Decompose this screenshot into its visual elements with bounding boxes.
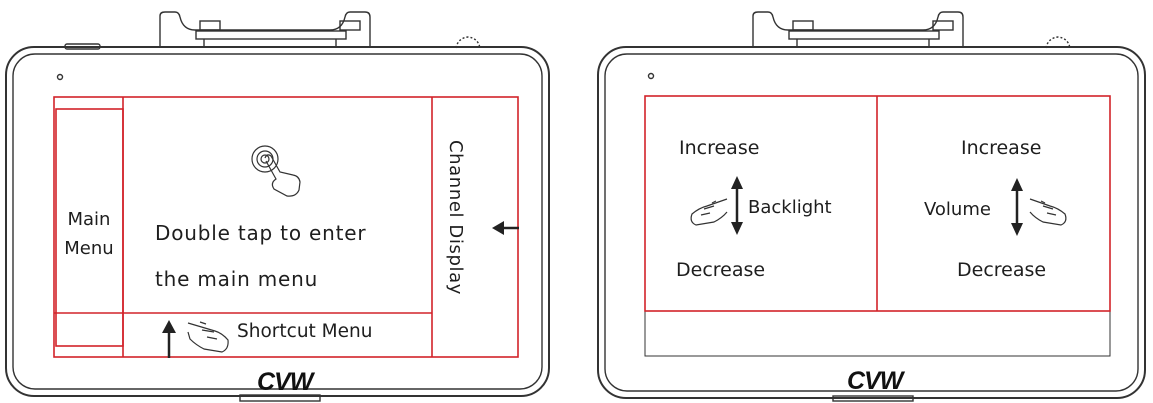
arrow-up-down-icon: [731, 176, 743, 235]
main-menu-label: Main Menu: [64, 209, 114, 259]
brand-logo: CVW: [847, 367, 903, 395]
arrow-left-icon: [492, 221, 519, 235]
shortcut-menu-label: Shortcut Menu: [237, 321, 373, 342]
tap-hand-icon: [251, 145, 301, 197]
swipe-hand-icon: [187, 321, 229, 353]
left-monitor: [5, 11, 550, 402]
double-tap-instruction: Double tap to enter the main menu: [155, 210, 366, 302]
backlight-label: Backlight: [748, 197, 832, 218]
swipe-hand-icon: [1029, 198, 1067, 226]
arrow-up-down-icon: [1011, 178, 1023, 236]
backlight-increase-label: Increase: [679, 137, 760, 159]
backlight-decrease-label: Decrease: [676, 259, 766, 281]
volume-decrease-label: Decrease: [957, 259, 1047, 281]
volume-label: Volume: [924, 199, 991, 220]
double-tap-line-1: Double tap to enter: [155, 221, 367, 245]
volume-increase-label: Increase: [961, 137, 1042, 159]
brand-logo: CVW: [257, 368, 313, 396]
left-touch-zones: [53, 96, 519, 358]
right-touch-zones: [644, 95, 1111, 312]
right-monitor: [597, 11, 1146, 402]
channel-display-label: Channel Display: [445, 140, 466, 295]
double-tap-line-2: the main menu: [155, 267, 319, 291]
arrow-up-icon: [162, 320, 176, 358]
swipe-hand-icon: [690, 198, 728, 226]
